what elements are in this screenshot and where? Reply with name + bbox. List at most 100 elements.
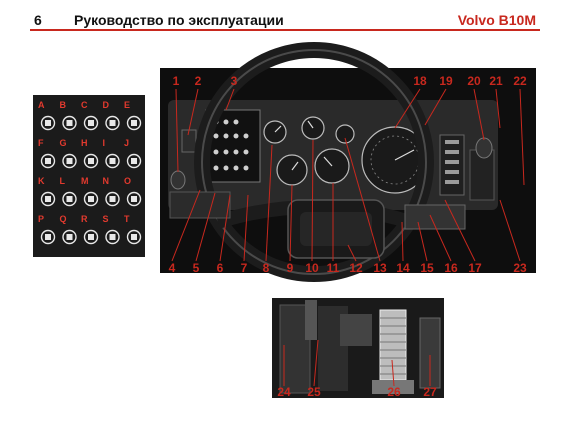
symbol-glyph bbox=[66, 234, 73, 240]
symbol-letter-a: A bbox=[38, 100, 45, 110]
callout-10: 10 bbox=[305, 261, 319, 275]
callout-21: 21 bbox=[489, 74, 503, 88]
warning-symbol-icon bbox=[105, 191, 120, 207]
callout-2: 2 bbox=[195, 74, 202, 88]
symbol-glyph bbox=[88, 120, 94, 126]
callout-25: 25 bbox=[307, 385, 321, 399]
symbol-letter-c: C bbox=[81, 100, 88, 110]
symbol-glyph bbox=[88, 158, 94, 164]
pedal-photo bbox=[272, 298, 444, 398]
switch-column bbox=[439, 134, 465, 196]
callout-4: 4 bbox=[169, 261, 176, 275]
header-rule bbox=[30, 29, 540, 31]
callout-24: 24 bbox=[277, 385, 291, 399]
warning-symbol-icon bbox=[83, 191, 99, 207]
warning-symbol-icon bbox=[62, 115, 77, 131]
symbol-glyph bbox=[109, 234, 116, 240]
symbol-letter-n: N bbox=[103, 176, 110, 186]
callout-23: 23 bbox=[513, 261, 527, 275]
callout-14: 14 bbox=[396, 261, 410, 275]
symbol-letter-j: J bbox=[124, 138, 129, 148]
symbol-glyph bbox=[45, 120, 51, 126]
callout-13: 13 bbox=[373, 261, 387, 275]
warning-symbol-icon bbox=[126, 153, 142, 169]
callout-11: 11 bbox=[327, 261, 340, 275]
symbol-letter-d: D bbox=[103, 100, 110, 110]
page-header: 6 Руководство по эксплуатации Volvo B10M bbox=[0, 0, 570, 31]
symbol-letter-f: F bbox=[38, 138, 44, 148]
warning-symbol-icon bbox=[83, 153, 99, 169]
warning-symbol-icon bbox=[126, 115, 142, 131]
symbol-glyph bbox=[131, 196, 137, 202]
symbol-glyph bbox=[66, 120, 73, 126]
warning-symbol-icon bbox=[126, 191, 142, 207]
page-title: Руководство по эксплуатации bbox=[74, 12, 284, 28]
small-gauge-3 bbox=[335, 124, 355, 144]
symbol-glyph bbox=[131, 158, 137, 164]
warning-symbol-icon bbox=[62, 229, 77, 245]
callout-7: 7 bbox=[241, 261, 248, 275]
symbol-glyph bbox=[109, 196, 116, 202]
symbol-letter-k: K bbox=[38, 176, 45, 186]
warning-symbol-icon bbox=[105, 153, 120, 169]
warning-symbol-icon bbox=[105, 229, 120, 245]
callout-15: 15 bbox=[420, 261, 434, 275]
warning-symbol-icon bbox=[83, 115, 99, 131]
callout-1: 1 bbox=[173, 74, 180, 88]
symbol-letter-h: H bbox=[81, 138, 88, 148]
warning-symbol-icon bbox=[40, 153, 56, 169]
callout-20: 20 bbox=[467, 74, 481, 88]
warning-symbol-icon bbox=[62, 153, 77, 169]
warning-symbol-icon bbox=[105, 115, 120, 131]
dashboard-photo bbox=[160, 42, 536, 282]
symbol-letter-g: G bbox=[60, 138, 67, 148]
callout-12: 12 bbox=[349, 261, 363, 275]
symbol-glyph bbox=[131, 120, 137, 126]
warning-symbol-icon bbox=[40, 115, 56, 131]
callout-22: 22 bbox=[513, 74, 527, 88]
callout-16: 16 bbox=[444, 261, 458, 275]
callout-8: 8 bbox=[263, 261, 270, 275]
symbol-glyph bbox=[88, 196, 94, 202]
symbol-letter-m: M bbox=[81, 176, 89, 186]
callout-5: 5 bbox=[193, 261, 200, 275]
warning-symbol-icon bbox=[40, 229, 56, 245]
symbol-glyph bbox=[131, 234, 137, 240]
symbol-letter-l: L bbox=[60, 176, 66, 186]
callout-17: 17 bbox=[468, 261, 482, 275]
symbol-glyph bbox=[66, 158, 73, 164]
symbol-glyph bbox=[45, 234, 51, 240]
callout-26: 26 bbox=[387, 385, 401, 399]
symbol-letter-p: P bbox=[38, 214, 44, 224]
symbol-glyph bbox=[109, 158, 116, 164]
symbol-letter-i: I bbox=[103, 138, 106, 148]
callout-27: 27 bbox=[423, 385, 437, 399]
symbol-letter-s: S bbox=[103, 214, 109, 224]
symbol-glyph bbox=[45, 158, 51, 164]
callout-leader-lines bbox=[171, 88, 525, 387]
symbol-letter-o: O bbox=[124, 176, 131, 186]
warning-symbol-icon bbox=[126, 229, 142, 245]
symbol-glyph bbox=[109, 120, 116, 126]
callout-6: 6 bbox=[217, 261, 224, 275]
warning-symbol-icon bbox=[83, 229, 99, 245]
symbol-letter-q: Q bbox=[60, 214, 67, 224]
page-number: 6 bbox=[34, 12, 42, 28]
warning-symbol-icon bbox=[62, 191, 77, 207]
left-lever bbox=[170, 170, 186, 190]
symbol-glyph bbox=[88, 234, 94, 240]
callout-3: 3 bbox=[231, 74, 238, 88]
symbol-letter-e: E bbox=[124, 100, 130, 110]
warning-symbol-icon bbox=[40, 191, 56, 207]
symbol-glyph bbox=[66, 196, 73, 202]
brand-name: Volvo B10M bbox=[457, 12, 536, 28]
callout-18: 18 bbox=[413, 74, 427, 88]
side-knob bbox=[475, 137, 493, 159]
symbol-letter-b: B bbox=[60, 100, 67, 110]
symbol-letter-r: R bbox=[81, 214, 88, 224]
symbol-glyph bbox=[45, 196, 51, 202]
